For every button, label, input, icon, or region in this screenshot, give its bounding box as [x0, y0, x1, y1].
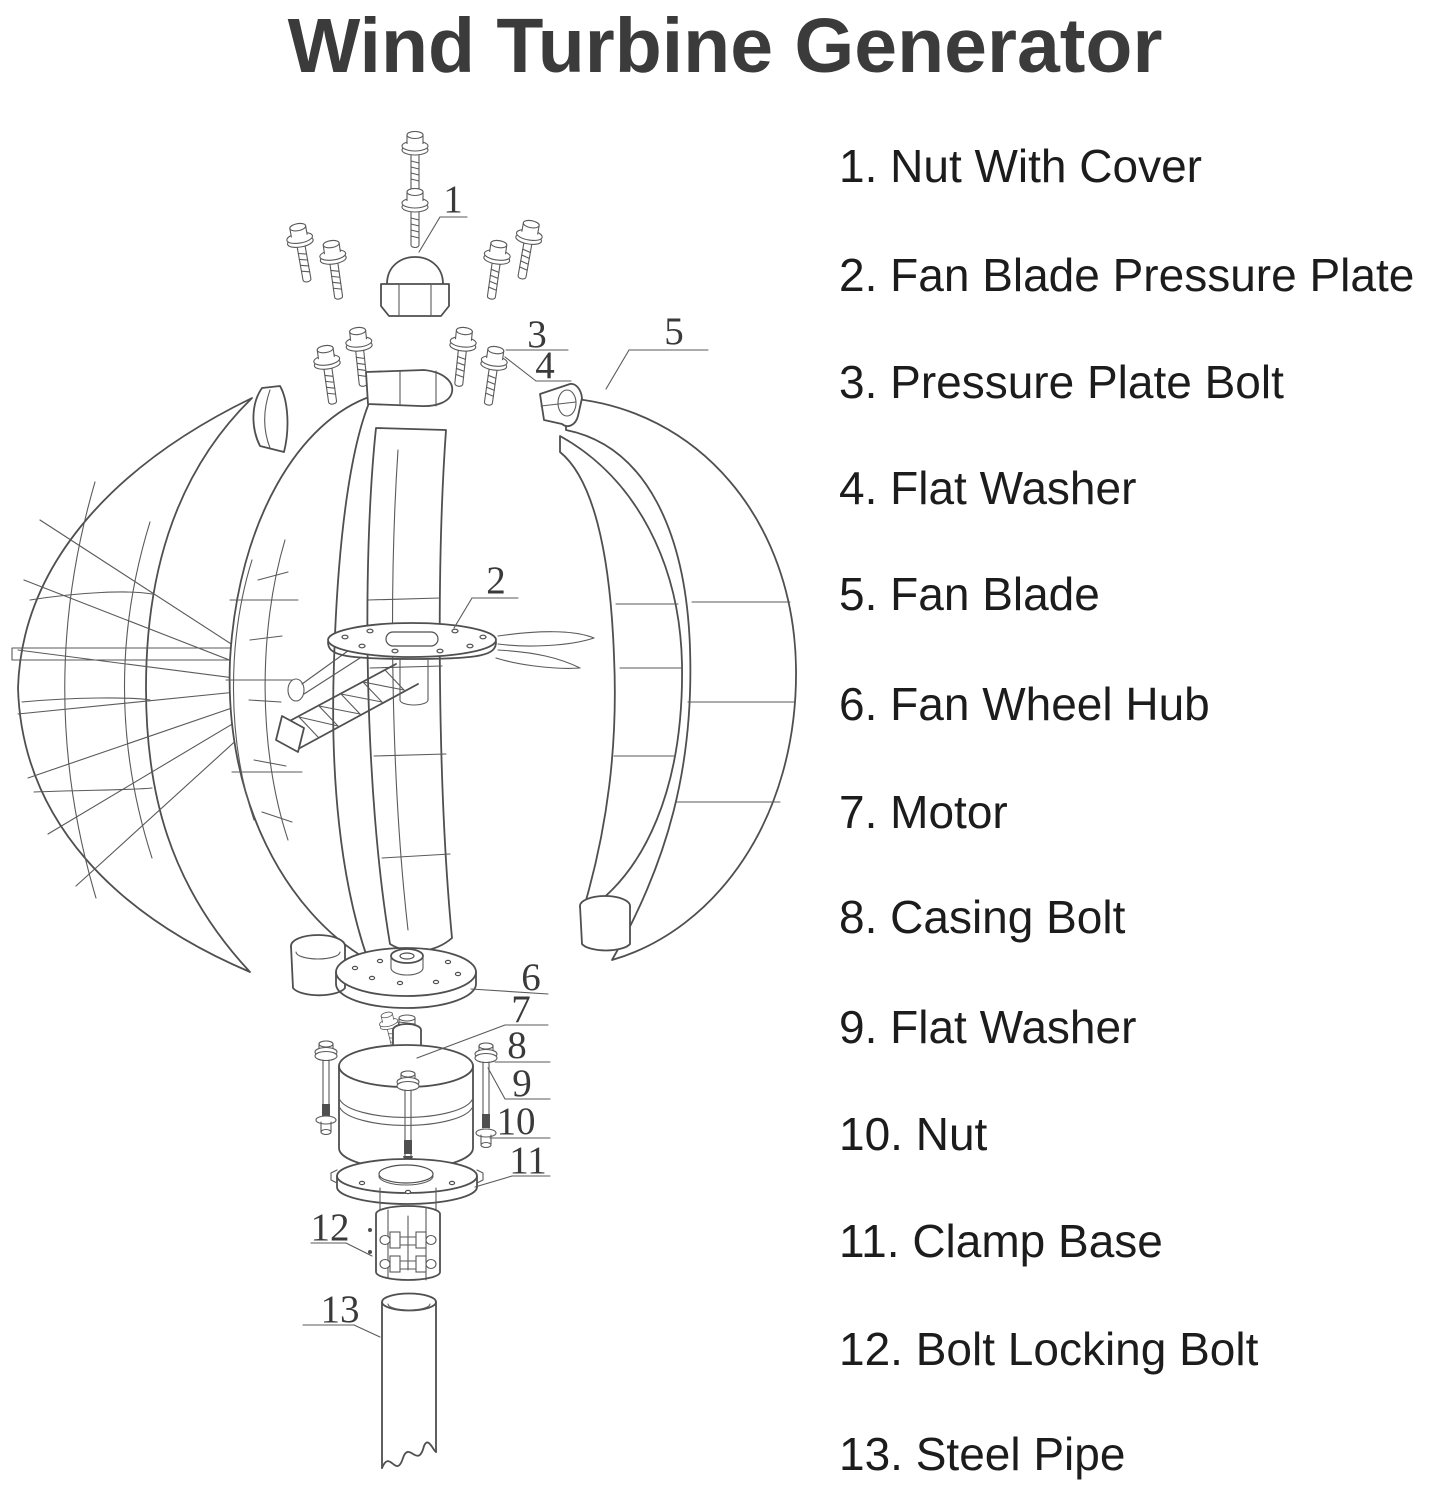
callout-1: 1	[443, 178, 463, 221]
drawing-clamp-base	[330, 1158, 484, 1227]
callout-numbers: 1 2 3 4 5 6 7 8 9 10 11 12 13	[311, 178, 684, 1331]
callout-6: 6	[521, 956, 541, 999]
drawing-truss-arm	[275, 647, 419, 753]
drawing-pressure-plate	[327, 622, 595, 706]
callout-leader-lines	[302, 216, 709, 1338]
callout-13: 13	[321, 1288, 360, 1331]
drawing-casing-bolt-right	[474, 1042, 498, 1149]
drawing-nut-with-cover	[380, 256, 450, 317]
callout-8: 8	[507, 1024, 527, 1067]
parts-list-item-9: 9. Flat Washer	[839, 1001, 1137, 1053]
callout-12: 12	[311, 1206, 350, 1249]
exploded-view-diagram: 1 2 3 4 5 6 7 8 9 10 11 12 13	[11, 130, 797, 1469]
page-title: Wind Turbine Generator	[287, 3, 1163, 89]
parts-list-item-10: 10. Nut	[839, 1108, 988, 1160]
drawing-motor	[338, 1009, 474, 1170]
parts-list-item-13: 13. Steel Pipe	[839, 1428, 1126, 1480]
callout-9: 9	[512, 1062, 532, 1105]
parts-list-item-4: 4. Flat Washer	[839, 462, 1137, 514]
parts-list-item-5: 5. Fan Blade	[839, 568, 1100, 620]
parts-list-item-2: 2. Fan Blade Pressure Plate	[839, 249, 1415, 301]
callout-7: 7	[511, 988, 531, 1031]
callout-11: 11	[509, 1139, 547, 1182]
parts-list-item-7: 7. Motor	[839, 786, 1008, 838]
callout-10: 10	[497, 1100, 536, 1143]
drawing-steel-pipe	[381, 1292, 437, 1469]
parts-list-item-12: 12. Bolt Locking Bolt	[839, 1323, 1259, 1375]
callout-3: 3	[527, 313, 547, 356]
callout-4: 4	[535, 344, 555, 387]
parts-list-item-1: 1. Nut With Cover	[839, 140, 1202, 192]
parts-list-item-8: 8. Casing Bolt	[839, 891, 1126, 943]
drawing-fan-blade-far-left	[17, 385, 297, 973]
parts-list-item-6: 6. Fan Wheel Hub	[839, 678, 1210, 730]
callout-2: 2	[486, 559, 506, 602]
drawing-fan-blade-mid-right	[559, 435, 683, 952]
parts-list-item-3: 3. Pressure Plate Bolt	[839, 356, 1284, 408]
drawing-casing-bolt-left	[314, 1040, 338, 1136]
drawing-fan-blade-right	[539, 383, 797, 961]
parts-list-item-11: 11. Clamp Base	[839, 1215, 1163, 1267]
drawing-clamp	[368, 1205, 441, 1281]
drawing-fan-wheel-hub	[335, 947, 477, 1009]
drawing-fan-blade-mid-left	[225, 395, 373, 997]
callout-5: 5	[664, 310, 684, 353]
